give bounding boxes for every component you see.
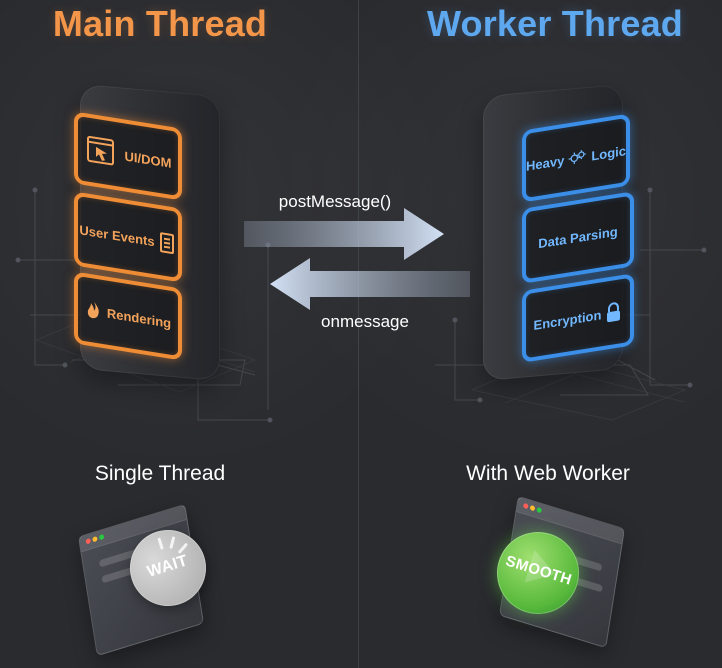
user-events-label: User Events — [79, 221, 155, 249]
wait-indicator: WAIT — [120, 520, 216, 616]
encryption-label: Encryption — [533, 306, 602, 333]
single-thread-caption: Single Thread — [94, 462, 226, 485]
heavy-logic-task: Heavy Logic — [522, 113, 630, 203]
arrow-right-icon — [244, 208, 444, 260]
heavy-label: Heavy — [526, 152, 565, 174]
window-cursor-icon — [86, 135, 114, 166]
lock-icon — [607, 301, 621, 322]
flame-icon — [87, 301, 99, 319]
center-divider — [358, 0, 359, 668]
onmessage-label: onmessage — [321, 312, 409, 331]
ui-dom-task: UI/DOM — [74, 111, 182, 201]
main-thread-title: Main Thread — [52, 3, 268, 44]
post-message-label: postMessage() — [278, 192, 392, 211]
gears-icon — [568, 150, 587, 165]
encryption-task: Encryption — [522, 273, 634, 363]
rendering-task: Rendering — [74, 271, 182, 361]
rendering-label: Rendering — [106, 305, 172, 331]
logic-label: Logic — [591, 142, 626, 164]
event-list-icon — [159, 232, 174, 254]
web-worker-caption: With Web Worker — [466, 462, 630, 485]
ui-dom-label: UI/DOM — [124, 147, 172, 171]
user-events-task: User Events — [74, 191, 182, 283]
spinner-icon — [157, 536, 188, 554]
worker-thread-title: Worker Thread — [426, 3, 683, 44]
arrow-left-icon — [270, 258, 470, 310]
data-parsing-label: Data Parsing — [538, 223, 618, 252]
